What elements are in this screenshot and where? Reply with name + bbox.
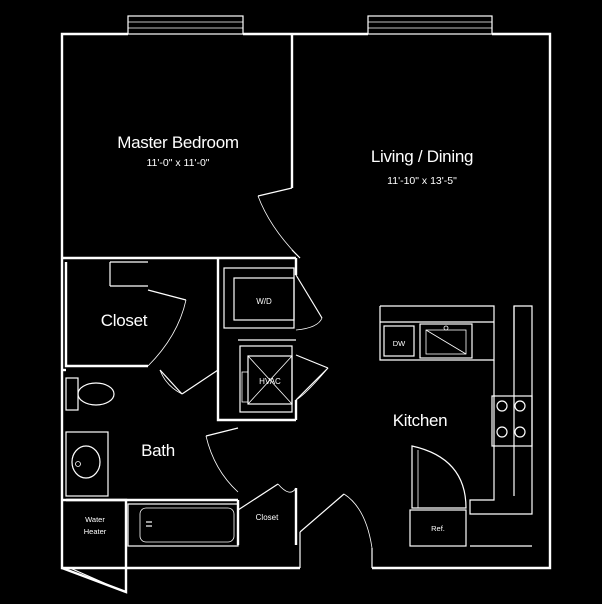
door-wd <box>295 274 323 331</box>
label-small-closet: Closet <box>256 513 279 522</box>
door-small-closet <box>237 483 297 511</box>
refrigerator-door <box>411 445 467 509</box>
label-washer-dryer: W/D <box>256 297 272 306</box>
window-living <box>367 15 493 35</box>
toilet <box>65 377 115 411</box>
door-water-heater <box>69 567 121 591</box>
label-hvac: HVAC <box>259 377 281 386</box>
label-refrigerator: Ref. <box>431 524 445 533</box>
kitchen-sink <box>419 323 473 359</box>
washer-dryer <box>223 267 295 329</box>
label-kitchen: Kitchen <box>393 411 448 430</box>
label-water-heater-line2: Heater <box>84 527 107 536</box>
label-living-dining: Living / Dining <box>371 147 473 166</box>
dishwasher <box>383 325 415 357</box>
window-bedroom <box>127 15 244 35</box>
interior-walls <box>61 34 298 594</box>
door-hvac <box>295 354 329 401</box>
label-master-bedroom: Master Bedroom <box>117 133 239 152</box>
hvac-unit <box>239 345 293 413</box>
refrigerator <box>409 509 467 547</box>
cooktop <box>491 395 533 447</box>
bathtub <box>127 503 239 547</box>
door-bedroom <box>257 187 301 259</box>
door-bath <box>159 369 219 395</box>
dim-master-bedroom: 11'-0" x 11'-0" <box>146 157 209 169</box>
door-entry <box>299 493 373 568</box>
kitchen-counter <box>379 305 533 547</box>
exterior-walls <box>60 32 552 570</box>
label-bath: Bath <box>141 441 175 460</box>
dim-living-dining: 11'-10" x 13'-5" <box>387 175 457 187</box>
label-water-heater-line1: Water <box>85 515 105 524</box>
label-closet: Closet <box>101 311 148 330</box>
label-dishwasher: DW <box>393 339 406 348</box>
door-bath-hall <box>205 427 239 493</box>
door-closet <box>147 289 187 367</box>
vanity-sink <box>65 431 109 497</box>
